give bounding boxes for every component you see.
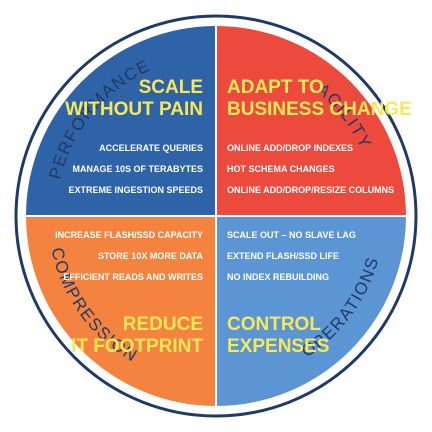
agility-item: ONLINE ADD/DROP/RESIZE COLUMNS <box>227 185 394 195</box>
agility-content: ADAPT TO BUSINESS CHANGE ONLINE ADD/DROP… <box>227 77 412 195</box>
compression-content: INCREASE FLASH/SSD CAPACITY STORE 10X MO… <box>55 230 203 357</box>
operations-item: SCALE OUT – NO SLAVE LAG <box>227 230 356 240</box>
quadrant-operations <box>216 216 406 406</box>
operations-item: NO INDEX REBUILDING <box>227 272 329 282</box>
performance-title-line2: WITHOUT PAIN <box>65 99 203 120</box>
quadrant-performance <box>26 26 216 216</box>
agility-title-line2: BUSINESS CHANGE <box>227 99 412 120</box>
operations-title-line1: CONTROL <box>227 314 321 335</box>
operations-title-line2: EXPENSES <box>227 336 329 357</box>
compression-item: STORE 10X MORE DATA <box>98 251 204 261</box>
performance-item: MANAGE 10S OF TERABYTES <box>72 164 203 174</box>
quadrant-compression <box>26 216 216 406</box>
performance-item: EXTREME INGESTION SPEEDS <box>68 185 203 195</box>
compression-item: INCREASE FLASH/SSD CAPACITY <box>55 230 203 240</box>
operations-content: SCALE OUT – NO SLAVE LAG EXTEND FLASH/SS… <box>227 230 356 357</box>
compression-item: EFFICIENT READS AND WRITES <box>63 272 203 282</box>
compression-title-line1: REDUCE <box>123 314 203 335</box>
performance-title-line1: SCALE <box>139 77 203 98</box>
compression-title-line2: IT FOOTPRINT <box>71 336 203 357</box>
agility-item: ONLINE ADD/DROP INDEXES <box>227 143 353 153</box>
operations-item: EXTEND FLASH/SSD LIFE <box>227 251 339 261</box>
performance-item: ACCELERATE QUERIES <box>99 143 203 153</box>
performance-content: SCALE WITHOUT PAIN ACCELERATE QUERIES MA… <box>65 77 203 195</box>
agility-item: HOT SCHEMA CHANGES <box>227 164 335 174</box>
quadrant-agility <box>216 26 406 216</box>
agility-title-line1: ADAPT TO <box>227 77 324 98</box>
